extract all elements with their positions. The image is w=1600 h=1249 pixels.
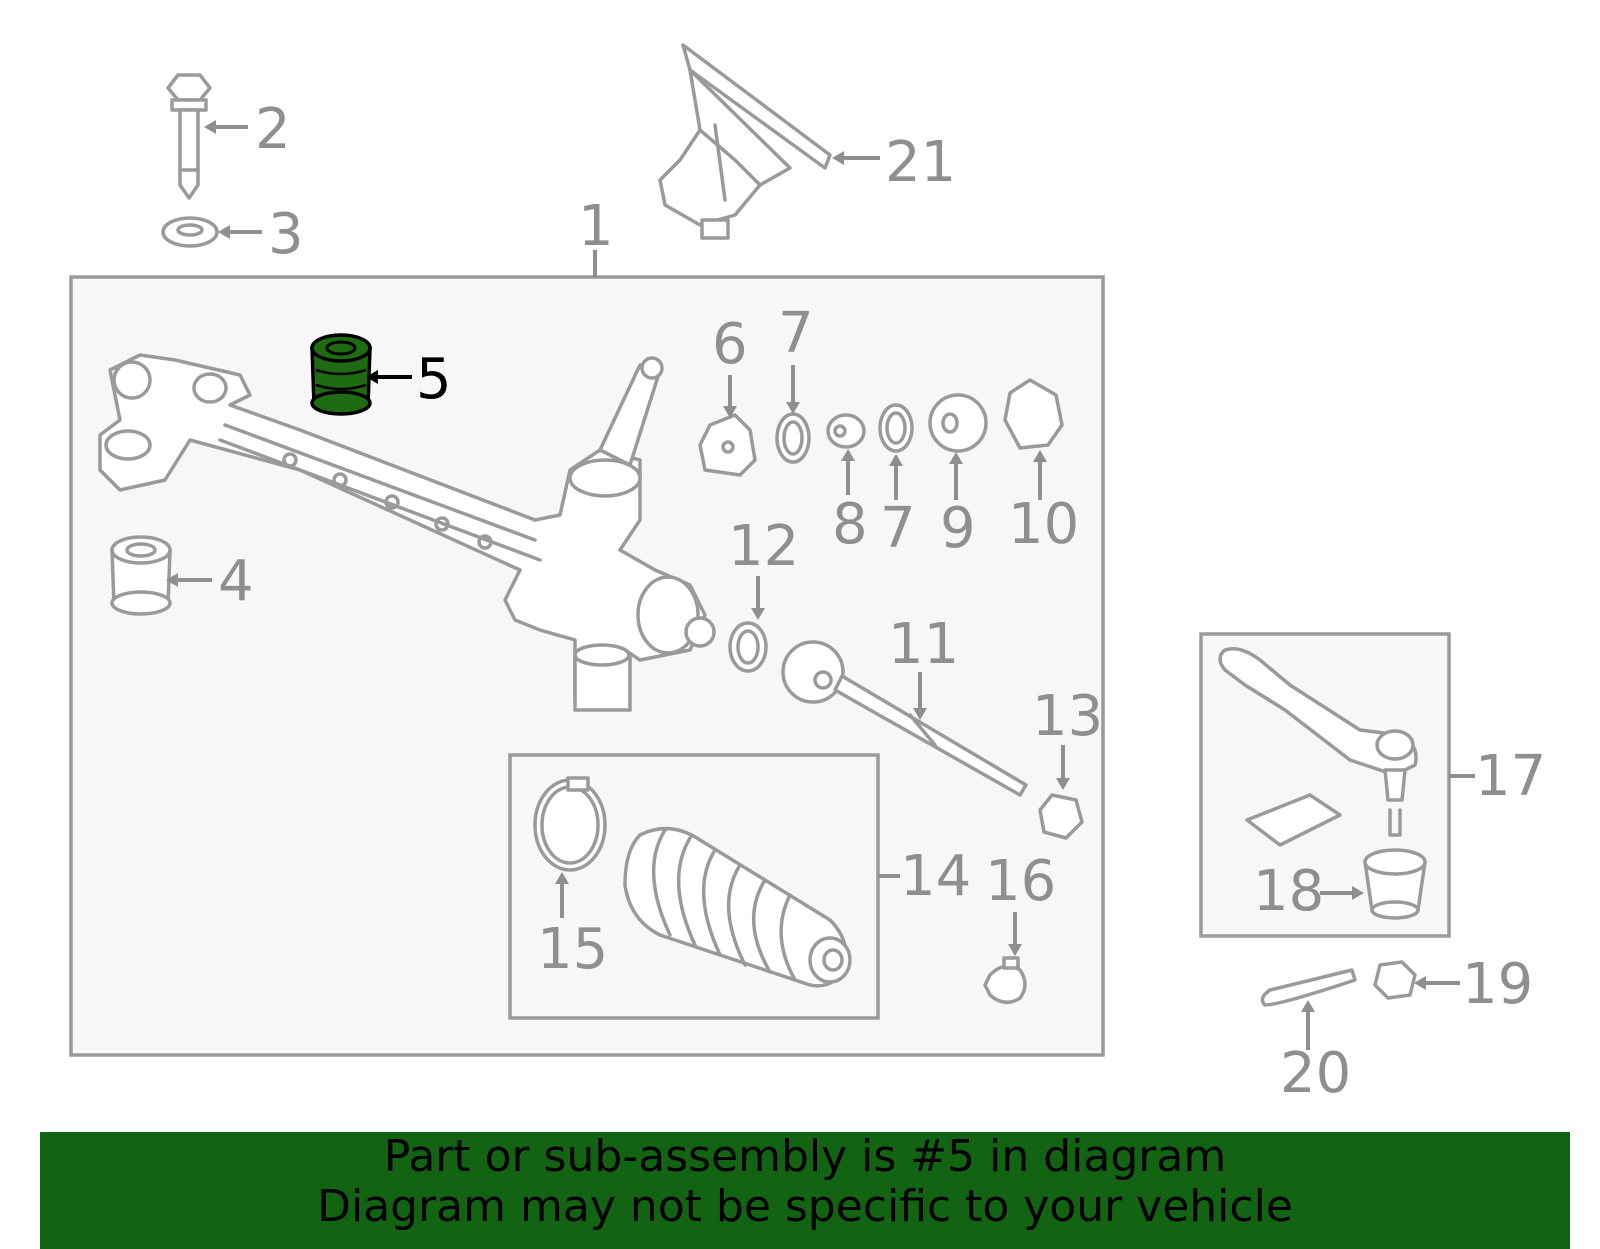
callout-7a: 7 [778, 301, 814, 366]
part-4-bushing[interactable] [110, 535, 172, 616]
part-12-ring[interactable] [728, 621, 768, 673]
part-8-bushing[interactable] [826, 413, 866, 449]
part-7-ring-b[interactable] [878, 403, 914, 453]
callout-6: 6 [712, 312, 748, 377]
part-1-steering-rack[interactable] [98, 353, 716, 712]
callout-15: 15 [537, 917, 608, 982]
callout-20: 20 [1280, 1041, 1351, 1106]
part-6-damper[interactable] [698, 413, 757, 477]
part-21-cover[interactable] [658, 43, 832, 240]
callout-7b: 7 [880, 496, 916, 561]
part-16-clip[interactable] [983, 956, 1027, 1005]
part-17-tie-rod-end[interactable] [1218, 647, 1418, 847]
callout-18: 18 [1253, 859, 1324, 924]
callout-1: 1 [578, 194, 614, 259]
banner-line-2: Diagram may not be specific to your vehi… [317, 1181, 1293, 1232]
part-9-bushing[interactable] [928, 393, 988, 453]
callout-9: 9 [940, 496, 976, 561]
callout-10: 10 [1008, 492, 1079, 557]
callout-14: 14 [900, 844, 971, 909]
callout-5: 5 [416, 347, 452, 412]
part-14-boot[interactable] [623, 826, 852, 988]
callout-2: 2 [255, 97, 291, 162]
callout-16: 16 [985, 849, 1056, 914]
part-2-bolt[interactable] [166, 73, 212, 200]
callout-17: 17 [1475, 744, 1546, 809]
part-19-nut[interactable] [1373, 960, 1417, 1000]
part-18-boot[interactable] [1363, 848, 1427, 920]
callout-21: 21 [885, 130, 956, 195]
callout-19: 19 [1462, 952, 1533, 1017]
part-13-nut[interactable] [1038, 793, 1084, 840]
part-3-washer[interactable] [161, 216, 219, 248]
part-5-bushing-highlighted[interactable] [310, 333, 372, 416]
callout-11: 11 [888, 612, 959, 677]
part-10-plug[interactable] [1003, 378, 1064, 450]
callout-3: 3 [268, 202, 304, 267]
info-banner: Part or sub-assembly is #5 in diagram Di… [40, 1132, 1570, 1249]
part-15-clamp[interactable] [533, 776, 607, 872]
callout-4: 4 [218, 549, 254, 614]
callout-13: 13 [1032, 684, 1103, 749]
part-20-cotter-pin[interactable] [1260, 968, 1357, 1007]
callout-8: 8 [832, 492, 868, 557]
banner-line-1: Part or sub-assembly is #5 in diagram [383, 1131, 1227, 1182]
part-11-inner-tie-rod[interactable] [781, 640, 1028, 797]
callout-12: 12 [728, 514, 799, 579]
